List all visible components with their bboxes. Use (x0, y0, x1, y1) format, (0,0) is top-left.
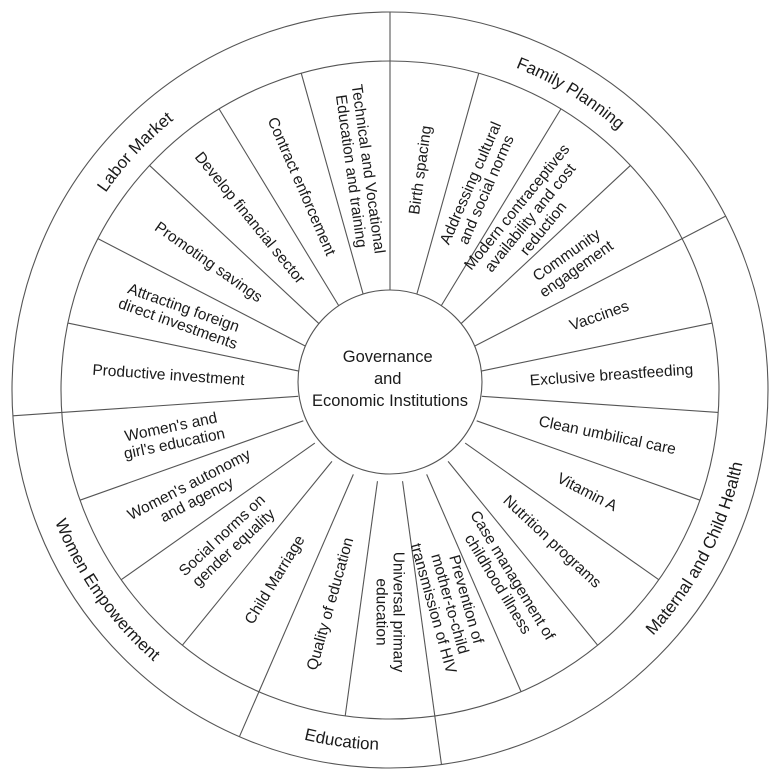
spoke-line (481, 395, 719, 414)
spoke-line (426, 474, 522, 692)
label-line: Universal primary (390, 552, 407, 673)
intervention-label: Child Marriage (242, 532, 309, 627)
intervention-label: Productive investment (92, 362, 246, 389)
label-line: education (373, 578, 390, 645)
intervention-label: Attracting foreigndirect investments (116, 279, 245, 353)
intervention-label: Vaccines (567, 298, 631, 335)
spoke-line (181, 461, 333, 646)
intervention-label: Universal primaryeducation (373, 552, 407, 673)
spoke-line (476, 420, 701, 501)
spoke-line (401, 481, 436, 717)
label-line: Birth spacing (406, 125, 435, 216)
intervention-label: Quality of education (304, 536, 357, 673)
spoke-line (456, 165, 631, 328)
intervention-label: Clean umbilical care (537, 413, 677, 458)
intervention-label: Women's andgirl's education (119, 409, 227, 463)
spoke-line (464, 442, 660, 581)
spoke-line (414, 73, 480, 302)
intervention-label: Vitamin A (554, 470, 620, 515)
intervention-label: Exclusive breastfeeding (529, 361, 693, 389)
category-label: Education (303, 725, 379, 754)
spoke-line (479, 322, 713, 372)
spoke-line (97, 238, 309, 349)
label-line: Vitamin A (554, 470, 620, 515)
label-line: Quality of education (304, 536, 357, 673)
spoke-line (344, 481, 379, 717)
label-line: Exclusive breastfeeding (529, 361, 693, 389)
spoke-line (120, 442, 316, 581)
spoke-line (437, 108, 562, 312)
category-divider (12, 411, 62, 417)
center-title: Governance and Economic Institutions (312, 348, 468, 410)
spoke-line (79, 420, 304, 501)
spoke-line (149, 165, 324, 328)
spoke-line (258, 474, 354, 692)
label-line: Productive investment (92, 362, 246, 389)
category-label: Maternal and Child Health (642, 460, 747, 639)
label-line: Vaccines (567, 298, 631, 335)
category-divider (681, 215, 726, 240)
category-divider (434, 715, 443, 765)
spoke-line (218, 108, 343, 312)
category-label: Women Empowerment (51, 516, 164, 665)
spoke-line (447, 461, 599, 646)
spoke-line (61, 395, 299, 414)
intervention-label: Technical and VocationalEducation and tr… (331, 83, 388, 257)
intervention-label: Birth spacing (406, 125, 435, 216)
category-divider (238, 691, 260, 737)
spoke-line (300, 73, 366, 302)
spoke-line (471, 238, 683, 349)
center-circle (297, 289, 483, 475)
label-line: Child Marriage (242, 532, 309, 627)
label-line: Clean umbilical care (537, 413, 677, 458)
spoke-line (67, 322, 301, 372)
spokes (12, 12, 726, 765)
